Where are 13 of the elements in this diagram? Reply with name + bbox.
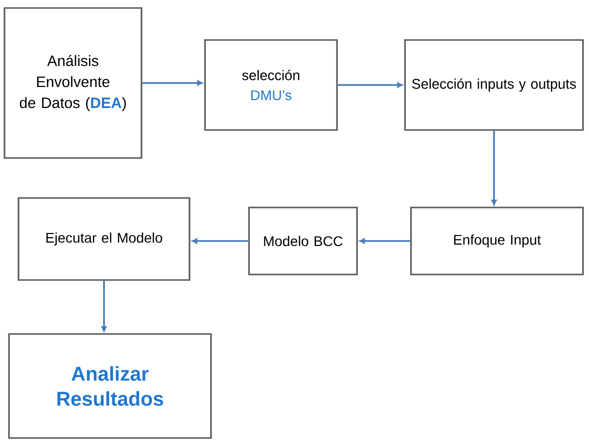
arrow bbox=[359, 238, 410, 244]
arrow bbox=[338, 82, 403, 88]
title-box: Análisis Envolvente de Datos (DEA) bbox=[4, 7, 142, 159]
arrow bbox=[192, 238, 248, 244]
process-box: Modelo BCC bbox=[248, 206, 358, 276]
result-box: Analizar Resultados bbox=[8, 333, 212, 439]
process-box: selección DMU’s bbox=[204, 39, 338, 131]
arrow bbox=[101, 280, 107, 332]
process-box: Enfoque Input bbox=[410, 206, 584, 276]
process-box: Selección inputs y outputs bbox=[404, 39, 584, 131]
arrow bbox=[491, 130, 497, 206]
arrow bbox=[142, 80, 203, 86]
process-box: Ejecutar el Modelo bbox=[18, 197, 190, 281]
